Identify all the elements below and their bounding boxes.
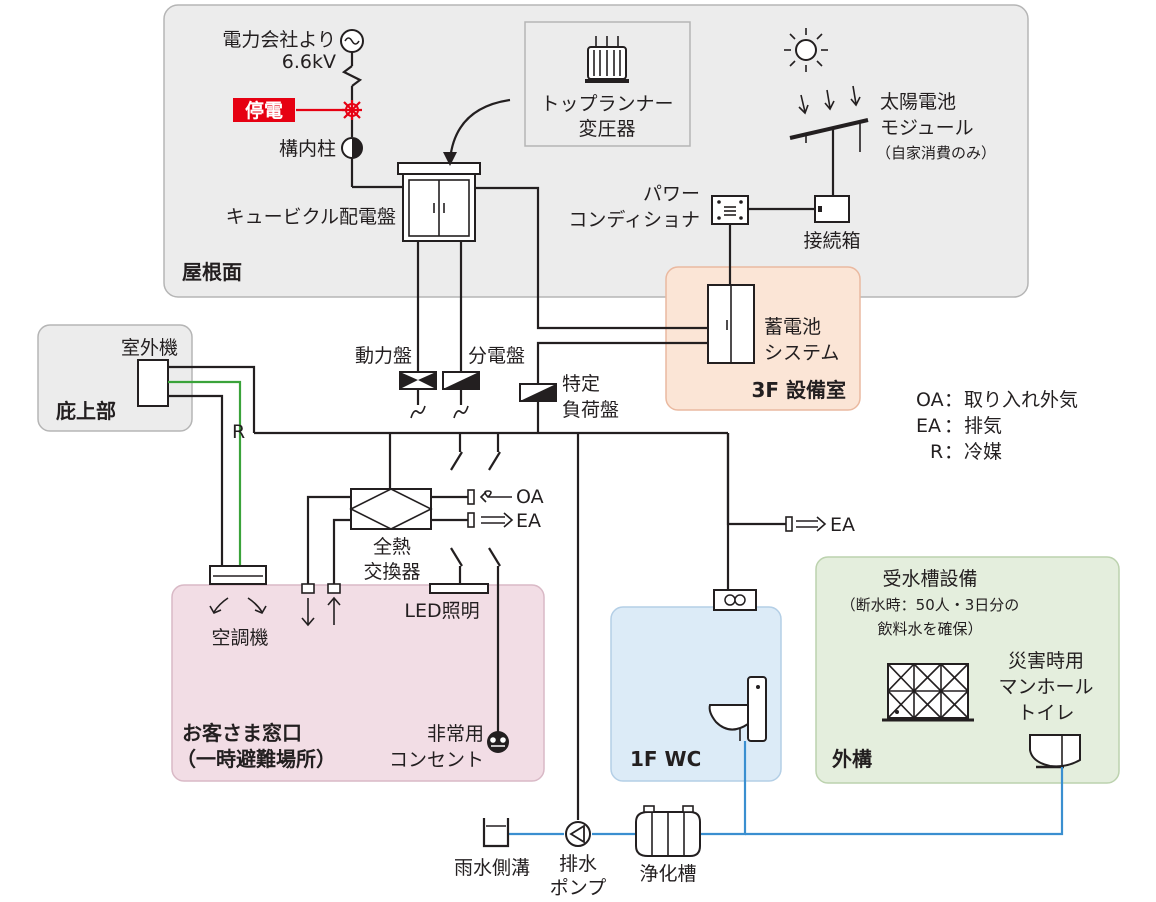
ac-source-icon [340,29,364,53]
zone-storage-room-label: 3F 設備室 [751,378,846,402]
specific-load-panel-breaker-icon [519,383,557,402]
pole-icon [341,137,363,159]
legend-abbr-r: R [930,441,943,463]
utility-label-line1: 電力会社より [222,29,336,51]
zone-customer-label-line1: お客さま窓口 [182,721,302,745]
battery-label-line1: 蓄電池 [764,316,821,338]
solar-label-line1: 太陽電池 [880,91,956,113]
manhole-toilet-label-line1: 災害時用 [1008,650,1084,672]
power-panel-breaker-icon [399,371,437,390]
legend-abbr-oa: OA [916,389,944,411]
battery-label-line2: システム [764,342,839,364]
refrigerant-label: R [232,421,245,443]
sun-icon [784,28,828,72]
water-tank-label-line2: （断水時：50人・3日分の [841,596,1020,614]
pump-icon [565,821,591,847]
solar-panel-icon [789,118,869,196]
zone-outdoor-roof-label: 庇上部 [56,399,116,423]
oa-label: OA [516,486,544,508]
sunlight-arrows-icon [798,85,861,115]
led-lighting-icon [429,583,489,594]
rain-gutter-label: 雨水側溝 [454,857,530,879]
zone-roof [163,4,1029,298]
pole-label: 構内柱 [279,138,336,160]
solar-label-line3: （自家消費のみ） [876,144,996,162]
distribution-panel-label: 分電盤 [468,345,525,367]
zone-wc-label: 1F WC [630,747,701,771]
transformer-label-line2: 変圧器 [578,118,635,140]
drain-pump-label-line2: ポンプ [550,877,606,899]
emergency-outlet-label-line1: 非常用 [427,723,484,745]
rain-gutter-icon [482,818,510,848]
junction-box-label: 接続箱 [803,230,860,252]
ea-wc-label: EA [830,514,855,536]
zone-wc [610,606,782,782]
junction-box-icon [814,195,850,223]
emergency-outlet-label-line2: コンセント [389,749,484,771]
outlet-icon [487,731,509,753]
manhole-toilet-label-line3: トイレ [1017,702,1074,724]
zone-exterior-label: 外構 [832,747,872,771]
specific-load-label-line1: 特定 [562,373,600,395]
led-lighting-label: LED照明 [404,600,479,622]
battery-system-icon [707,284,755,364]
zone-customer-window [171,584,545,782]
pcs-label-line2: コンディショナ [568,209,700,231]
legend-sep-oa: ： [944,389,963,411]
power-outage-badge [233,98,295,122]
solar-label-line2: モジュール [880,117,974,139]
heat-exchanger-label-line2: 交換器 [363,561,420,583]
water-tank-icon [882,663,974,722]
ea-label: EA [516,510,541,532]
heat-exchanger-label-line1: 全熱 [373,536,411,558]
heat-exchanger-icon [349,488,433,530]
power-panel-label: 動力盤 [355,345,412,367]
outdoor-unit-label: 室外機 [121,337,178,359]
legend-sep-r: ： [944,441,963,463]
septic-tank-label: 浄化槽 [639,863,696,885]
zone-customer-label-line2: （一時避難場所） [176,747,336,771]
legend-sep-ea: ： [944,415,963,437]
outdoor-unit-icon [137,359,169,407]
cubicle-label: キュービクル配電盤 [226,206,396,228]
air-conditioner-label: 空調機 [211,627,268,649]
manhole-toilet-icon [1029,734,1081,769]
legend-desc-r: 冷媒 [964,441,1002,463]
water-tank-label-line1: 受水槽設備 [882,568,977,590]
manhole-toilet-label-line2: マンホール [998,676,1093,698]
transformer-icon [585,36,629,83]
distribution-panel-breaker-icon [442,371,480,390]
legend-abbr-ea: EA [916,415,941,437]
toilet-icon [708,676,767,742]
ventilation-fan-icon [713,589,757,611]
legend-desc-ea: 排気 [964,415,1002,437]
transformer-label-line1: トップランナー [540,93,673,115]
legend: OA ： 取り入れ外気 EA ： 排気 R ： 冷媒 [916,389,1078,463]
utility-label-line2: 6.6kV [282,51,336,73]
specific-load-label-line2: 負荷盤 [562,399,619,421]
drain-pump-label-line1: 排水 [559,853,597,875]
power-outage-label: 停電 [245,99,283,122]
air-conditioner-icon [209,565,267,585]
outage-breaker-icon [342,100,362,120]
power-conditioner-icon [711,195,749,225]
cubicle-icon [397,162,481,242]
water-tank-label-line3: 飲料水を確保） [877,620,982,638]
zone-roof-label: 屋根面 [182,260,242,284]
legend-desc-oa: 取り入れ外気 [964,389,1078,411]
pcs-label-line1: パワー [643,183,700,205]
septic-tank-icon [635,805,701,857]
